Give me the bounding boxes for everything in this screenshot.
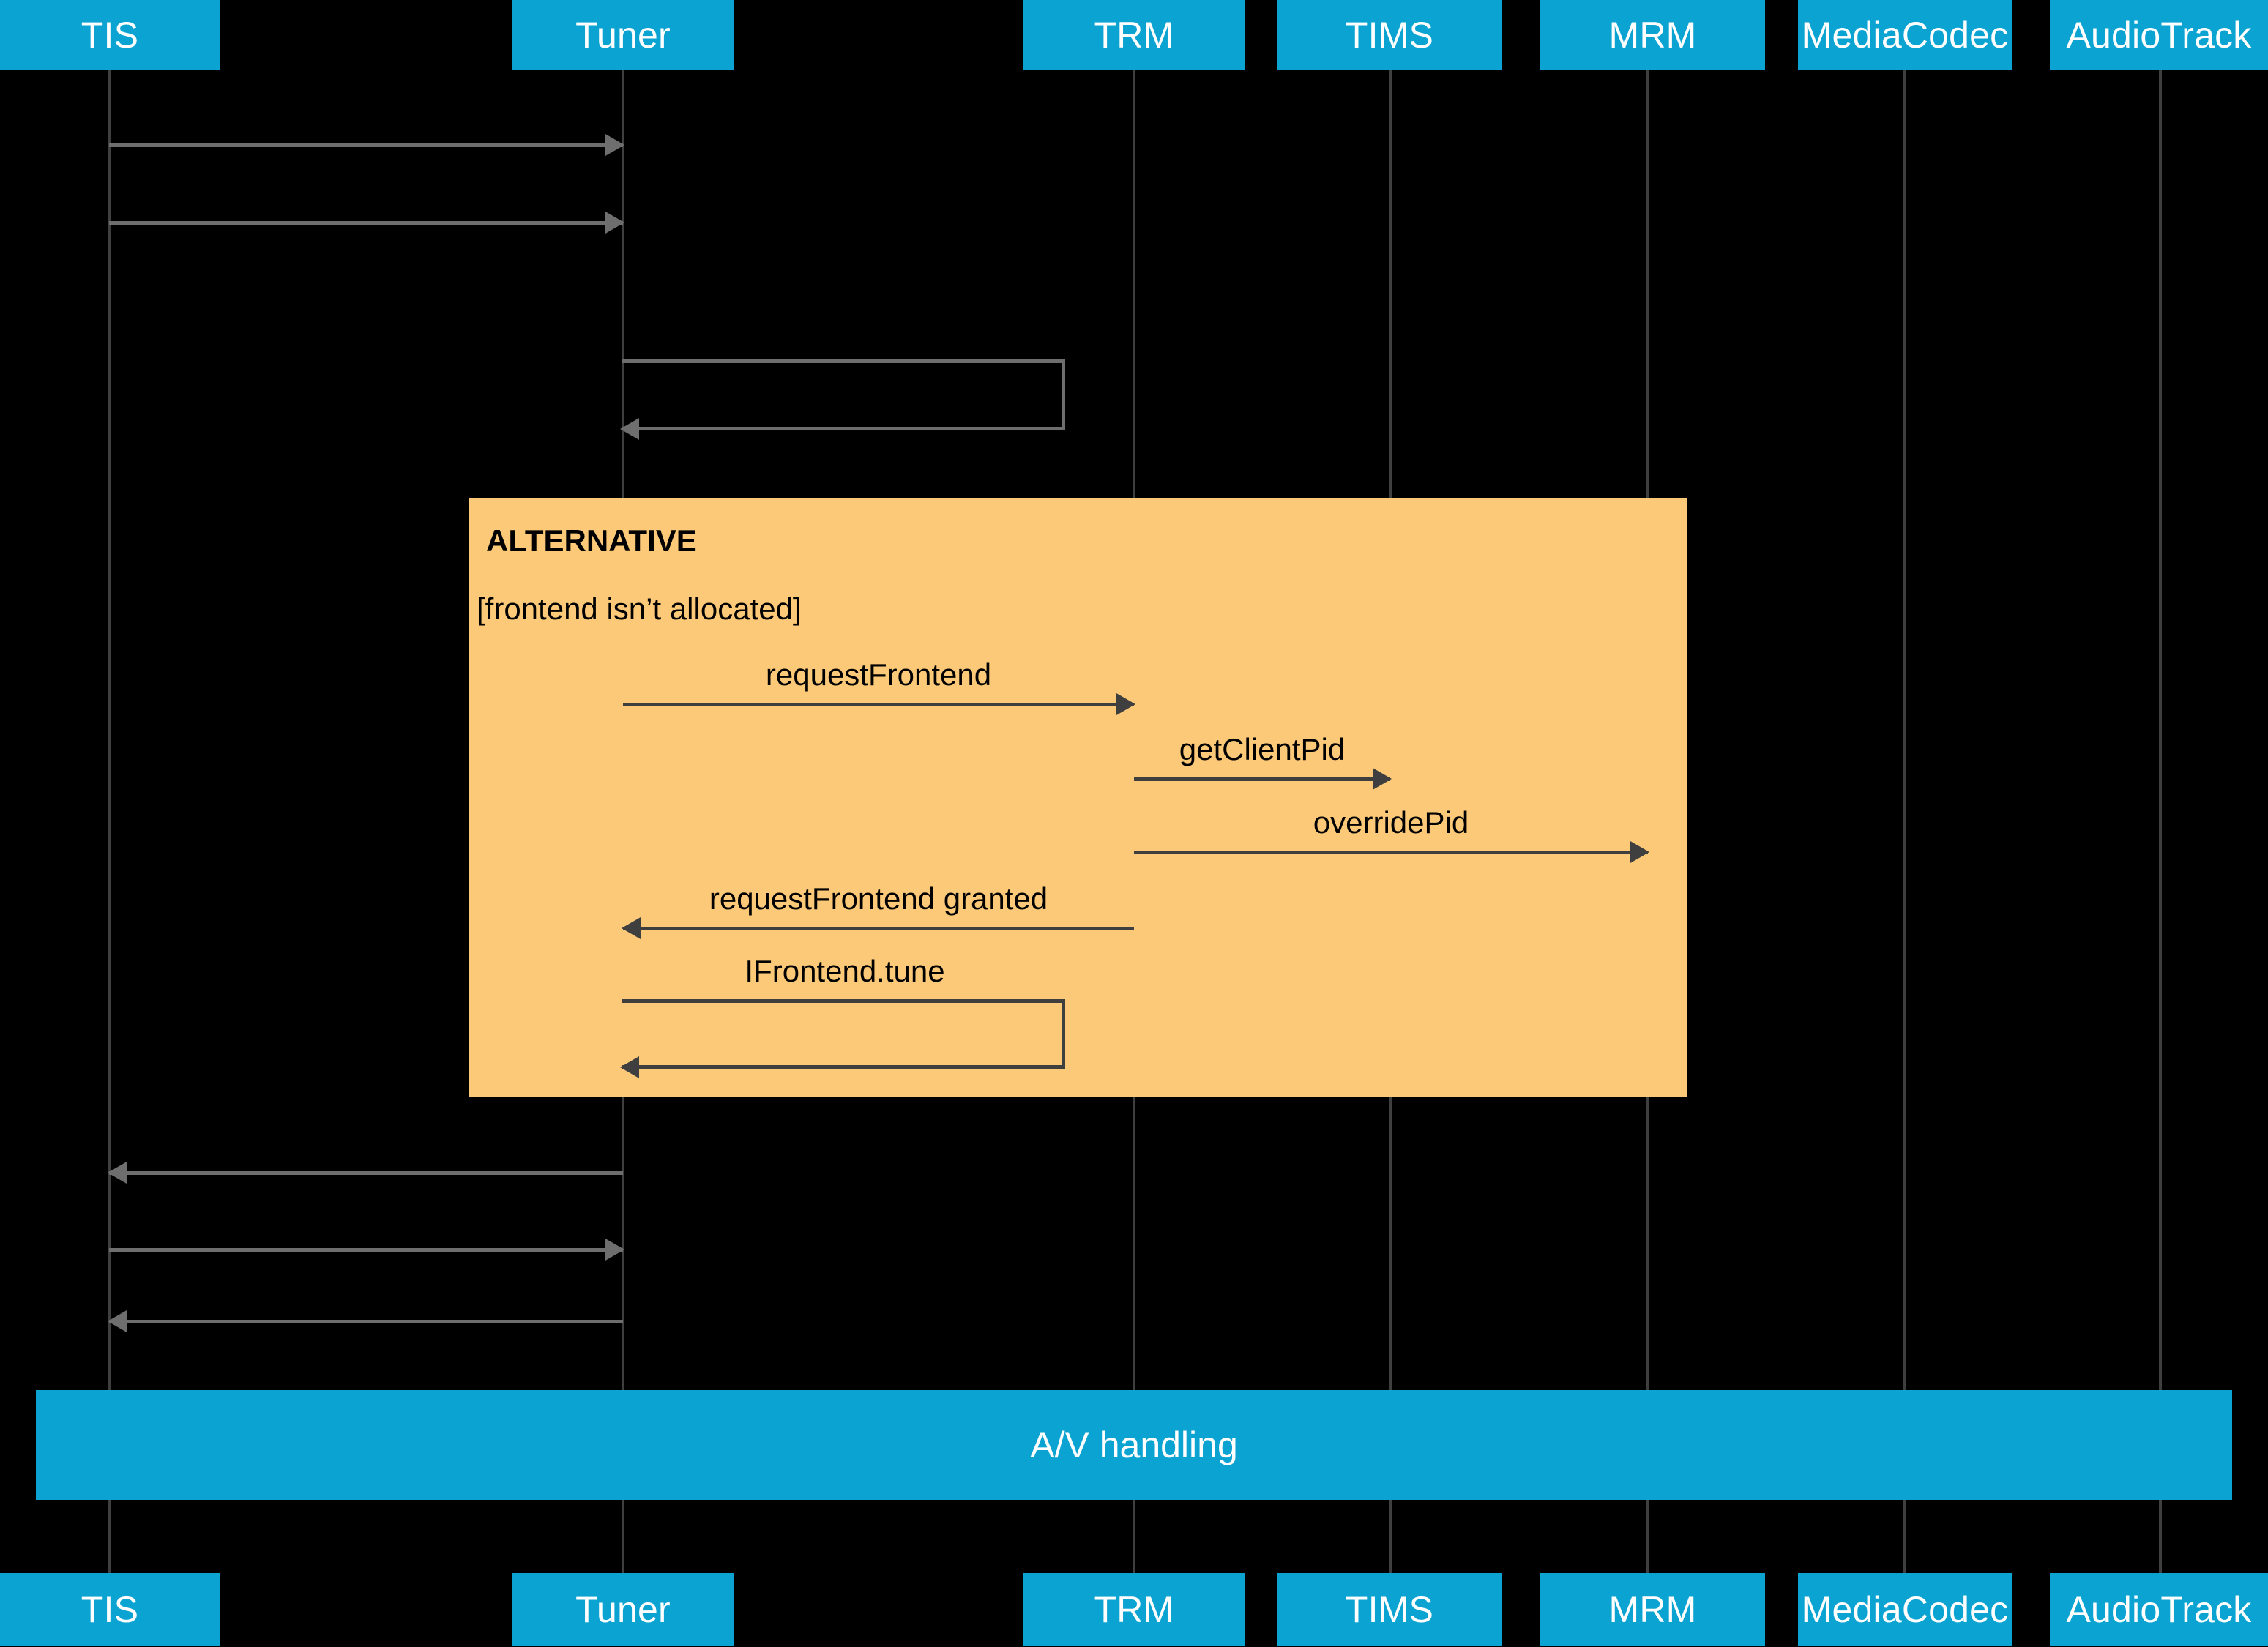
arrowhead-left-icon — [620, 418, 639, 440]
actor-audiotrack-header[interactable]: AudioTrack — [2050, 0, 2268, 70]
message-m4 — [623, 693, 1135, 715]
alt-fragment-title: ALTERNATIVE — [486, 523, 697, 558]
arrowhead-right-icon — [1630, 841, 1649, 863]
actor-audiotrack-footer[interactable]: AudioTrack — [2050, 1573, 2268, 1646]
message-m10 — [109, 1239, 624, 1261]
message-label-m4: requestFrontend — [765, 657, 992, 692]
message-line — [1134, 851, 1648, 854]
self-message-top-edge — [622, 359, 1065, 363]
actor-tuner-header[interactable]: Tuner — [512, 0, 734, 70]
arrowhead-left-icon — [108, 1162, 127, 1184]
message-label-m6: overridePid — [1313, 805, 1469, 840]
self-message-top-edge — [622, 999, 1065, 1003]
lifeline-mediacodec — [1903, 70, 1906, 1573]
message-m6 — [1134, 841, 1649, 863]
self-message-m8 — [620, 999, 1065, 1078]
message-line — [109, 1320, 623, 1323]
arrowhead-right-icon — [1116, 693, 1135, 715]
lifeline-tis — [108, 70, 111, 1573]
arrowhead-right-icon — [605, 1239, 624, 1261]
actor-mediacodec-header[interactable]: MediaCodec — [1798, 0, 2012, 70]
actor-tuner-footer[interactable]: Tuner — [512, 1573, 734, 1646]
message-line — [1134, 777, 1390, 781]
self-message-right-edge — [1062, 999, 1065, 1069]
actor-tims-footer[interactable]: TIMS — [1277, 1573, 1502, 1646]
message-label-m7: requestFrontend granted — [709, 881, 1048, 916]
message-m7 — [622, 917, 1134, 939]
self-message-right-edge — [1062, 359, 1065, 430]
actor-mrm-footer[interactable]: MRM — [1540, 1573, 1765, 1646]
message-line — [623, 703, 1134, 706]
self-message-bottom-edge — [622, 427, 1065, 430]
av-handling-banner: A/V handling — [36, 1390, 2232, 1500]
arrowhead-right-icon — [1373, 768, 1392, 790]
actor-mediacodec-footer[interactable]: MediaCodec — [1798, 1573, 2012, 1646]
message-line — [623, 927, 1134, 930]
self-message-m3 — [620, 359, 1065, 440]
actor-tis-header[interactable]: TIS — [0, 0, 220, 70]
arrowhead-right-icon — [605, 134, 624, 156]
lifeline-audiotrack — [2159, 70, 2162, 1573]
arrowhead-left-icon — [620, 1056, 639, 1078]
alt-fragment-guard: [frontend isn’t allocated] — [477, 591, 802, 626]
actor-tis-footer[interactable]: TIS — [0, 1573, 220, 1646]
actor-mrm-header[interactable]: MRM — [1540, 0, 1765, 70]
arrowhead-left-icon — [622, 917, 641, 939]
message-line — [109, 1171, 623, 1175]
message-label-m5: getClientPid — [1179, 732, 1346, 766]
message-m5 — [1134, 768, 1392, 790]
message-m1 — [109, 134, 624, 156]
message-line — [109, 221, 623, 225]
message-line — [109, 143, 623, 147]
arrowhead-right-icon — [605, 212, 624, 234]
message-m9 — [108, 1162, 623, 1184]
message-m11 — [108, 1310, 623, 1332]
arrowhead-left-icon — [108, 1310, 127, 1332]
self-message-bottom-edge — [622, 1065, 1065, 1069]
alt-fragment-box — [469, 498, 1687, 1097]
actor-trm-header[interactable]: TRM — [1023, 0, 1245, 70]
actor-trm-footer[interactable]: TRM — [1023, 1573, 1245, 1646]
message-m2 — [109, 212, 624, 234]
message-label-m8: IFrontend.tune — [745, 954, 945, 988]
message-line — [109, 1248, 623, 1252]
actor-tims-header[interactable]: TIMS — [1277, 0, 1502, 70]
